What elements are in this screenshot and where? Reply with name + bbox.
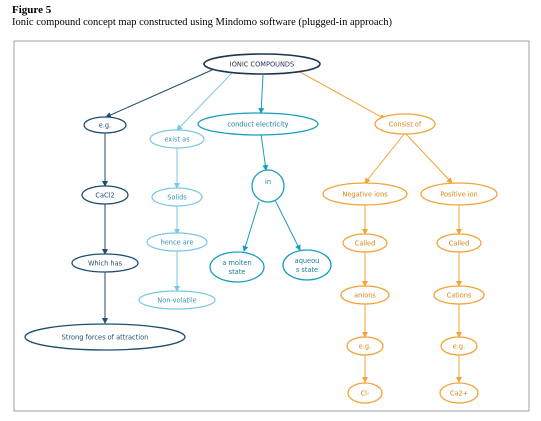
node-molten[interactable]: a molten state xyxy=(209,251,265,283)
svg-text:in: in xyxy=(265,178,271,186)
svg-text:Positive ion: Positive ion xyxy=(440,191,478,199)
svg-text:Cl-: Cl- xyxy=(361,390,370,398)
svg-text:Solids: Solids xyxy=(167,194,187,202)
node-in[interactable]: in xyxy=(251,169,285,203)
svg-text:state: state xyxy=(229,268,246,276)
node-eg-neg[interactable]: e.g. xyxy=(346,336,384,356)
node-cacl2[interactable]: CaCl2 xyxy=(81,185,129,205)
figure-label: Figure 5 xyxy=(12,4,52,16)
svg-text:Consist of: Consist of xyxy=(389,121,422,129)
svg-text:conduct electricity: conduct electricity xyxy=(227,121,288,129)
node-strong-forces[interactable]: Strong forces of attraction xyxy=(24,323,186,351)
svg-text:IONIC COMPOUNDS: IONIC COMPOUNDS xyxy=(230,61,294,69)
node-consist-of[interactable]: Consist of xyxy=(374,113,436,135)
svg-text:Strong forces of attraction: Strong forces of attraction xyxy=(62,334,149,342)
node-solids[interactable]: Solids xyxy=(151,187,203,207)
connectors xyxy=(102,69,462,383)
svg-text:e.g.: e.g. xyxy=(359,343,371,351)
node-eg-pos[interactable]: e.g. xyxy=(440,336,478,356)
svg-text:Ca2+: Ca2+ xyxy=(450,390,468,398)
node-conduct[interactable]: conduct electricity xyxy=(197,112,319,136)
node-positive-ion[interactable]: Positive ion xyxy=(420,182,498,206)
figure-caption: Ionic compound concept map constructed u… xyxy=(12,17,392,28)
svg-text:e.g.: e.g. xyxy=(453,343,465,351)
svg-text:a molten: a molten xyxy=(222,259,251,267)
node-non-volatile[interactable]: Non-volatile xyxy=(138,290,216,310)
edge-root-exist xyxy=(176,72,233,131)
edge-conduct-in xyxy=(260,133,269,171)
svg-text:Which has: Which has xyxy=(88,260,123,268)
svg-text:s state: s state xyxy=(296,266,318,274)
edge-consist-neg xyxy=(364,132,406,184)
svg-text:Called: Called xyxy=(449,240,470,248)
map-frame xyxy=(13,40,530,412)
svg-text:e.g.: e.g. xyxy=(99,122,111,130)
node-exist-as[interactable]: exist as xyxy=(149,129,205,149)
svg-text:CaCl2: CaCl2 xyxy=(95,192,114,200)
node-called-neg[interactable]: Called xyxy=(342,233,388,253)
node-cations[interactable]: Cations xyxy=(433,285,485,305)
edge-in-molten xyxy=(242,201,260,252)
edge-root-conduct xyxy=(258,74,265,114)
node-negative-ions[interactable]: Negative ions xyxy=(322,182,408,206)
svg-text:Called: Called xyxy=(355,240,376,248)
svg-text:aqueou: aqueou xyxy=(295,257,320,265)
edge-root-eg xyxy=(105,69,213,118)
svg-text:exist as: exist as xyxy=(164,136,190,144)
node-anions[interactable]: anions xyxy=(340,285,390,305)
edge-in-aqueous xyxy=(274,199,301,251)
node-ca[interactable]: Ca2+ xyxy=(439,382,479,404)
node-root[interactable]: IONIC COMPOUNDS xyxy=(203,53,321,75)
svg-text:hence are: hence are xyxy=(161,239,194,247)
node-which-has[interactable]: Which has xyxy=(71,253,139,273)
svg-text:Negative ions: Negative ions xyxy=(342,191,388,199)
svg-text:Non-volatile: Non-volatile xyxy=(157,297,196,305)
edge-consist-pos xyxy=(404,132,453,184)
node-hence-are[interactable]: hence are xyxy=(146,232,208,252)
svg-text:anions: anions xyxy=(354,292,376,300)
node-called-pos[interactable]: Called xyxy=(436,233,482,253)
node-aqueous[interactable]: aqueou s state xyxy=(282,249,332,281)
svg-text:Cations: Cations xyxy=(447,292,472,300)
node-cl[interactable]: Cl- xyxy=(347,382,383,404)
node-eg-left[interactable]: e.g. xyxy=(83,116,127,134)
edge-root-consist xyxy=(299,71,386,120)
